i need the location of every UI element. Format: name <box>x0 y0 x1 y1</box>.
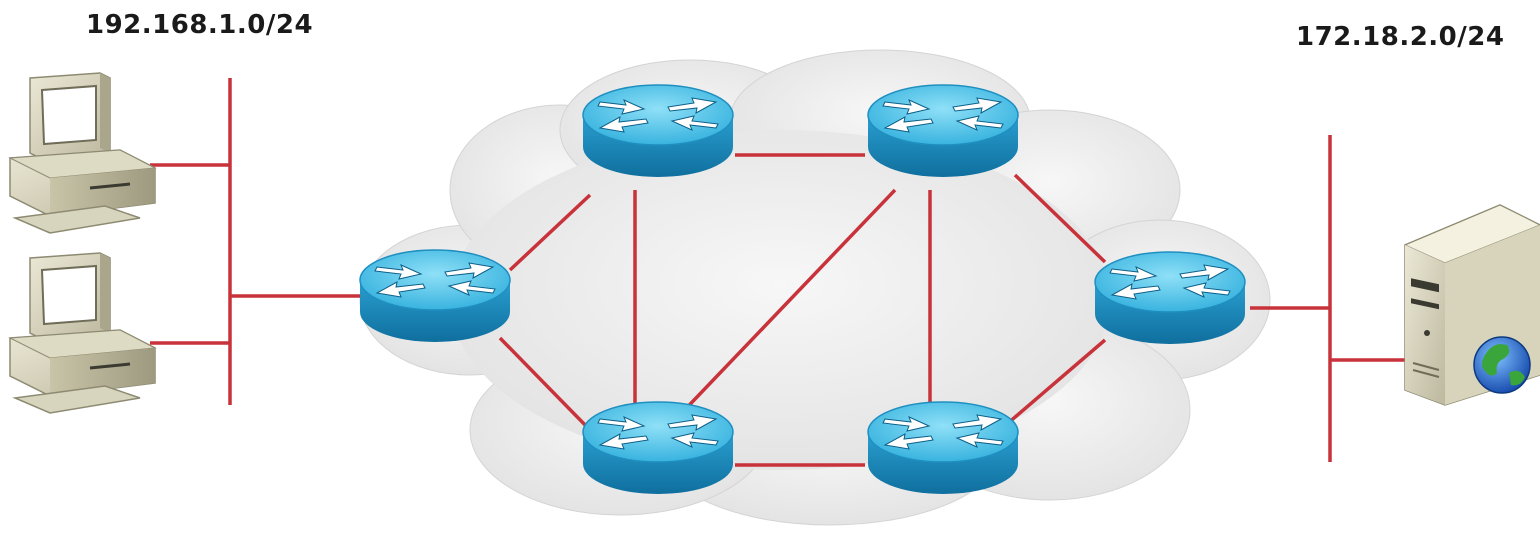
router-edge-right-icon <box>1094 251 1246 345</box>
pc-icon <box>8 71 157 235</box>
router-top-left-icon <box>582 84 734 178</box>
router-top-right-icon <box>867 84 1019 178</box>
pc-icon <box>8 251 157 415</box>
subnet-label-left: 192.168.1.0/24 <box>86 10 314 40</box>
subnet-label-right: 172.18.2.0/24 <box>1296 22 1505 52</box>
links <box>150 78 1410 467</box>
web-server-icon <box>1403 204 1540 406</box>
router-bottom-right-icon <box>867 401 1019 495</box>
router-edge-left-icon <box>359 249 511 343</box>
router-bottom-left-icon <box>582 401 734 495</box>
